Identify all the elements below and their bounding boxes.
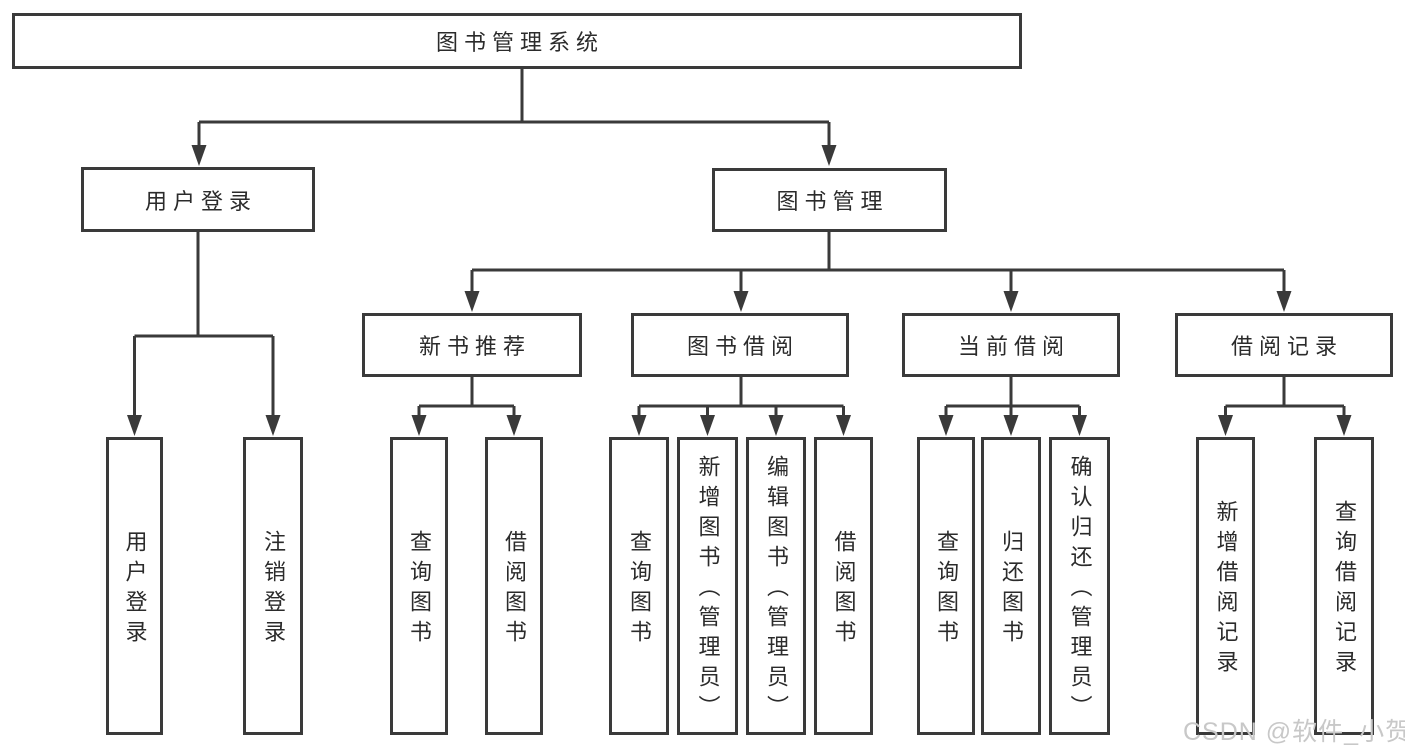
- leaf-edit-book-admin: 编辑图书（管理员）: [746, 437, 806, 735]
- leaf-query-books-recommend-label: 查询图书: [407, 530, 432, 650]
- node-user-login-label: 用户登录: [144, 188, 257, 214]
- node-current-borrowing: 当前借阅: [902, 313, 1120, 377]
- node-root: 图书管理系统: [12, 13, 1022, 69]
- leaf-query-borrow-record-label: 查询借阅记录: [1332, 500, 1357, 680]
- leaf-logout-label: 注销登录: [261, 530, 286, 650]
- leaf-add-borrow-record: 新增借阅记录: [1196, 437, 1255, 735]
- leaf-borrow-books-label: 借阅图书: [831, 530, 857, 650]
- leaf-confirm-return-admin: 确认归还（管理员）: [1049, 437, 1110, 735]
- leaf-borrow-books-recommend: 借阅图书: [485, 437, 543, 735]
- leaf-query-books-borrowing-label: 查询图书: [627, 530, 652, 650]
- leaf-return-books: 归还图书: [981, 437, 1041, 735]
- node-new-book-recommend: 新书推荐: [362, 313, 582, 377]
- watermark: CSDN @软件_小贺同学: [1183, 718, 1405, 746]
- leaf-query-books-recommend: 查询图书: [390, 437, 448, 735]
- leaf-user-login: 用户登录: [106, 437, 163, 735]
- node-root-label: 图书管理系统: [435, 30, 604, 55]
- leaf-confirm-return-admin-label: 确认归还（管理员）: [1067, 455, 1093, 725]
- node-book-borrowing: 图书借阅: [631, 313, 849, 377]
- leaf-edit-book-admin-label: 编辑图书（管理员）: [764, 455, 789, 725]
- node-borrowing-records: 借阅记录: [1175, 313, 1393, 377]
- leaf-query-borrow-record: 查询借阅记录: [1314, 437, 1374, 735]
- leaf-user-login-label: 用户登录: [122, 530, 148, 650]
- node-user-login: 用户登录: [81, 167, 315, 232]
- leaf-query-books-current-label: 查询图书: [934, 530, 959, 650]
- arrowheads: [127, 145, 1352, 436]
- leaf-query-books-current: 查询图书: [917, 437, 975, 735]
- leaf-add-borrow-record-label: 新增借阅记录: [1213, 500, 1239, 680]
- node-book-borrowing-label: 图书借阅: [686, 334, 799, 359]
- leaf-return-books-label: 归还图书: [999, 530, 1024, 650]
- leaf-borrow-books-recommend-label: 借阅图书: [502, 530, 527, 650]
- leaf-query-books-borrowing: 查询图书: [609, 437, 669, 735]
- leaf-logout: 注销登录: [243, 437, 303, 735]
- leaf-borrow-books: 借阅图书: [814, 437, 873, 735]
- node-book-management: 图书管理: [712, 168, 947, 232]
- node-borrowing-records-label: 借阅记录: [1230, 334, 1343, 359]
- node-current-borrowing-label: 当前借阅: [957, 334, 1070, 359]
- node-new-book-recommend-label: 新书推荐: [418, 334, 531, 359]
- leaf-add-book-admin: 新增图书（管理员）: [677, 437, 738, 735]
- node-book-management-label: 图书管理: [776, 189, 889, 214]
- leaf-add-book-admin-label: 新增图书（管理员）: [695, 455, 721, 725]
